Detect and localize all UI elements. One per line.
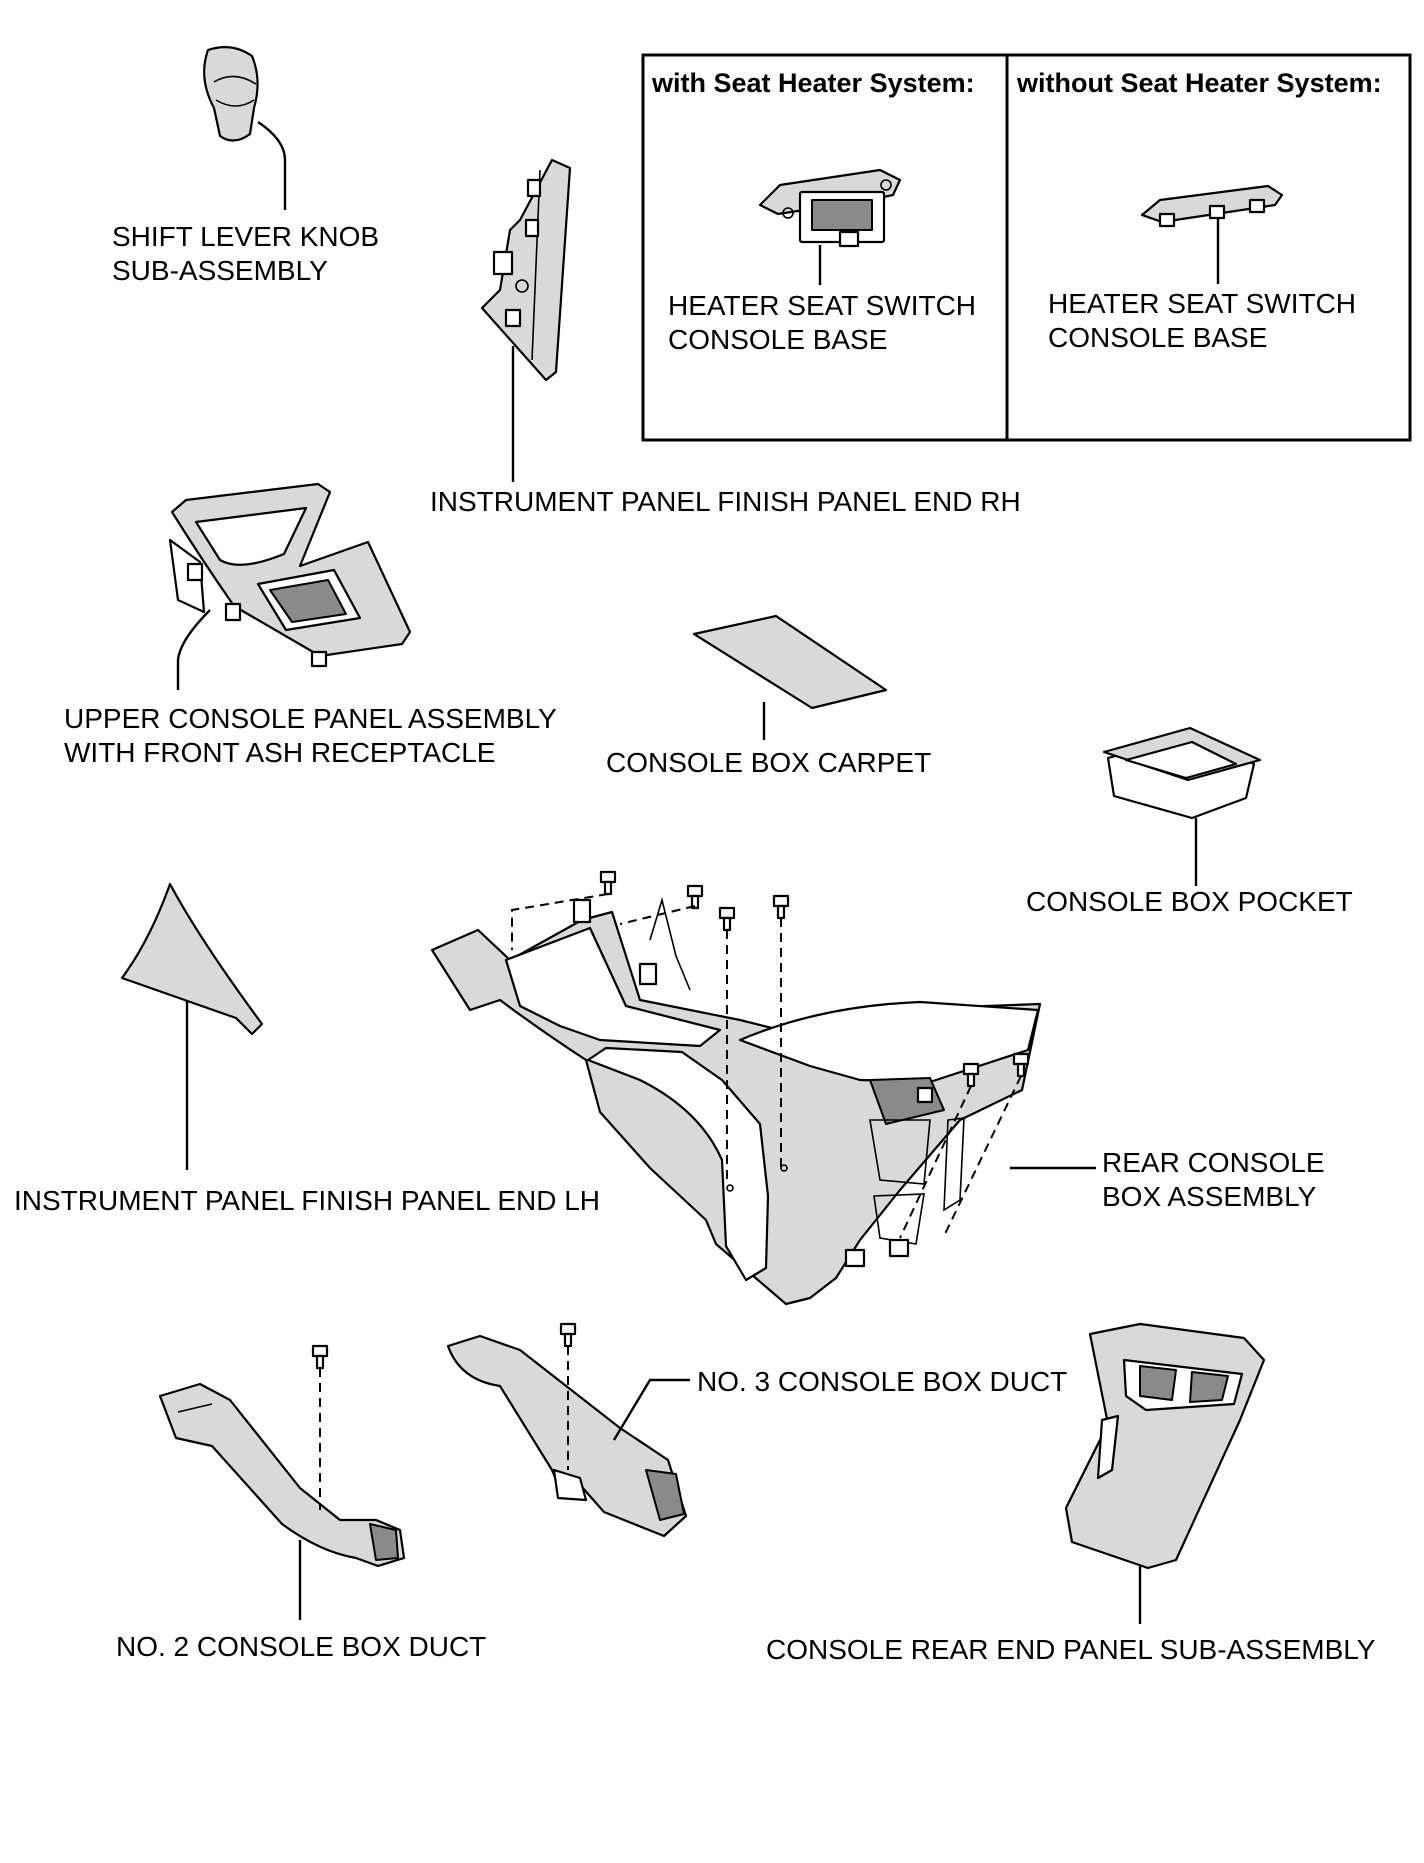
bolt-icon (686, 884, 704, 910)
heater-switch-without-label-1: HEATER SEAT SWITCH (1048, 288, 1356, 319)
heater-switch-with-label-2: CONSOLE BASE (668, 324, 887, 355)
heater-seat-switch-without-icon (1140, 184, 1284, 284)
inset-header-without: without Seat Heater System: (1016, 68, 1382, 98)
upper-console-panel-icon (168, 482, 412, 690)
console-box-carpet-icon (692, 614, 888, 740)
box-pocket-label: CONSOLE BOX POCKET (1026, 886, 1353, 917)
heater-switch-with-label-1: HEATER SEAT SWITCH (668, 290, 976, 321)
panel-end-lh-label: INSTRUMENT PANEL FINISH PANEL END LH (14, 1185, 600, 1216)
rear-console-bolts (511, 870, 1030, 1239)
bolt-icon (772, 894, 790, 920)
duct-no3-label: NO. 3 CONSOLE BOX DUCT (697, 1366, 1067, 1397)
no2-console-box-duct-icon (158, 1344, 406, 1620)
duct-no2-label: NO. 2 CONSOLE BOX DUCT (116, 1631, 486, 1662)
bolt-icon (962, 1062, 980, 1088)
rear-end-panel-label: CONSOLE REAR END PANEL SUB-ASSEMBLY (766, 1634, 1376, 1665)
upper-console-label-1: UPPER CONSOLE PANEL ASSEMBLY (64, 703, 557, 734)
panel-end-lh-icon (120, 882, 264, 1170)
heater-seat-switch-with-icon (758, 168, 902, 285)
shift-knob-label-1: SHIFT LEVER KNOB (112, 221, 379, 252)
heater-switch-without-label-2: CONSOLE BASE (1048, 322, 1267, 353)
bolt-icon (599, 870, 617, 896)
panel-end-rh-icon (480, 158, 572, 482)
seat-heater-inset: with Seat Heater System: without Seat He… (641, 53, 1412, 442)
bolt-icon (718, 906, 736, 932)
box-carpet-label: CONSOLE BOX CARPET (606, 747, 931, 778)
no3-console-box-duct-icon (446, 1322, 690, 1538)
rear-console-label-2: BOX ASSEMBLY (1102, 1181, 1317, 1212)
inset-header-with: with Seat Heater System: (651, 68, 975, 98)
panel-end-rh-label: INSTRUMENT PANEL FINISH PANEL END RH (430, 486, 1021, 517)
console-rear-end-panel-icon (1064, 1322, 1266, 1624)
rear-console-label-1: REAR CONSOLE (1102, 1147, 1325, 1178)
upper-console-label-2: WITH FRONT ASH RECEPTACLE (64, 737, 495, 768)
rear-console-box-icon (430, 896, 1096, 1306)
shift-knob-label-2: SUB-ASSEMBLY (112, 255, 328, 286)
console-box-pocket-icon (1102, 726, 1262, 886)
shift-lever-knob-icon (203, 45, 287, 210)
